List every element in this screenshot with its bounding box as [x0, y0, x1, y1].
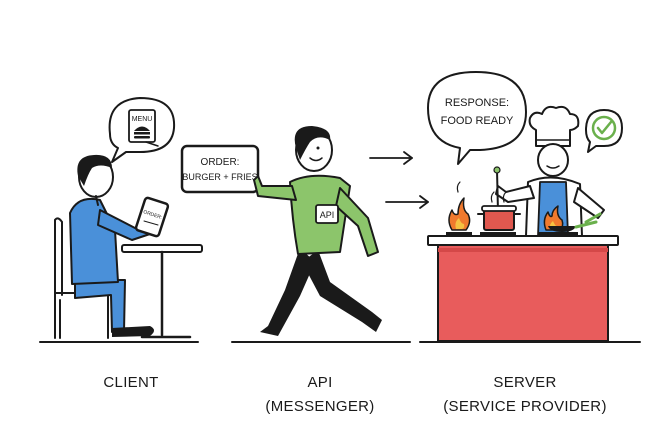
cafe-table: [121, 244, 203, 339]
burner-right: [538, 232, 578, 236]
caption-server-subtitle: (SERVICE PROVIDER): [443, 398, 607, 415]
arrow-right-icon: [369, 151, 413, 165]
order-items: BURGER + FRIES: [182, 172, 257, 182]
caption-api: API (MESSENGER): [250, 371, 390, 419]
menu-label: MENU: [132, 116, 153, 123]
tablet-screen-text: ORDER:: [142, 209, 162, 221]
response-body: FOOD READY: [441, 115, 514, 127]
caption-api-subtitle: (MESSENGER): [265, 398, 375, 415]
response-title: RESPONSE:: [445, 97, 509, 109]
counter-body: [437, 244, 609, 342]
caption-api-title: API: [307, 374, 333, 391]
cooking-pot: [477, 191, 521, 231]
order-card: ORDER: BURGER + FRIES: [180, 144, 260, 194]
caption-client-title: CLIENT: [103, 374, 159, 391]
caption-server-title: SERVER: [493, 374, 557, 391]
chef-person: [493, 105, 605, 237]
chef-hat: [528, 105, 580, 147]
menu-thought-bubble: MENU: [108, 97, 176, 163]
api-badge: [315, 204, 339, 224]
burner-center: [480, 232, 516, 236]
api-scene: ORDER: BURGER + FRIES API: [180, 126, 429, 336]
arrow-right-icon: [385, 195, 429, 209]
counter-top: [427, 235, 619, 246]
check-icon: [585, 109, 623, 153]
order-title: ORDER:: [201, 157, 240, 168]
burner-left: [446, 232, 472, 236]
flame-icon: [448, 181, 471, 231]
caption-server: SERVER (SERVICE PROVIDER): [430, 371, 620, 419]
frying-pan: [548, 220, 598, 232]
api-badge-label: API: [320, 210, 335, 220]
response-speech-bubble: RESPONSE: FOOD READY: [427, 71, 527, 165]
messenger-person: API: [253, 126, 382, 336]
tablet-device: ORDER:: [134, 196, 170, 238]
caption-client: CLIENT: [76, 371, 186, 395]
burger-icon: [134, 126, 150, 139]
chair: [54, 217, 111, 339]
client-scene: ORDER: MENU: [54, 97, 203, 339]
server-scene: RESPONSE: FOOD READY: [427, 71, 623, 342]
